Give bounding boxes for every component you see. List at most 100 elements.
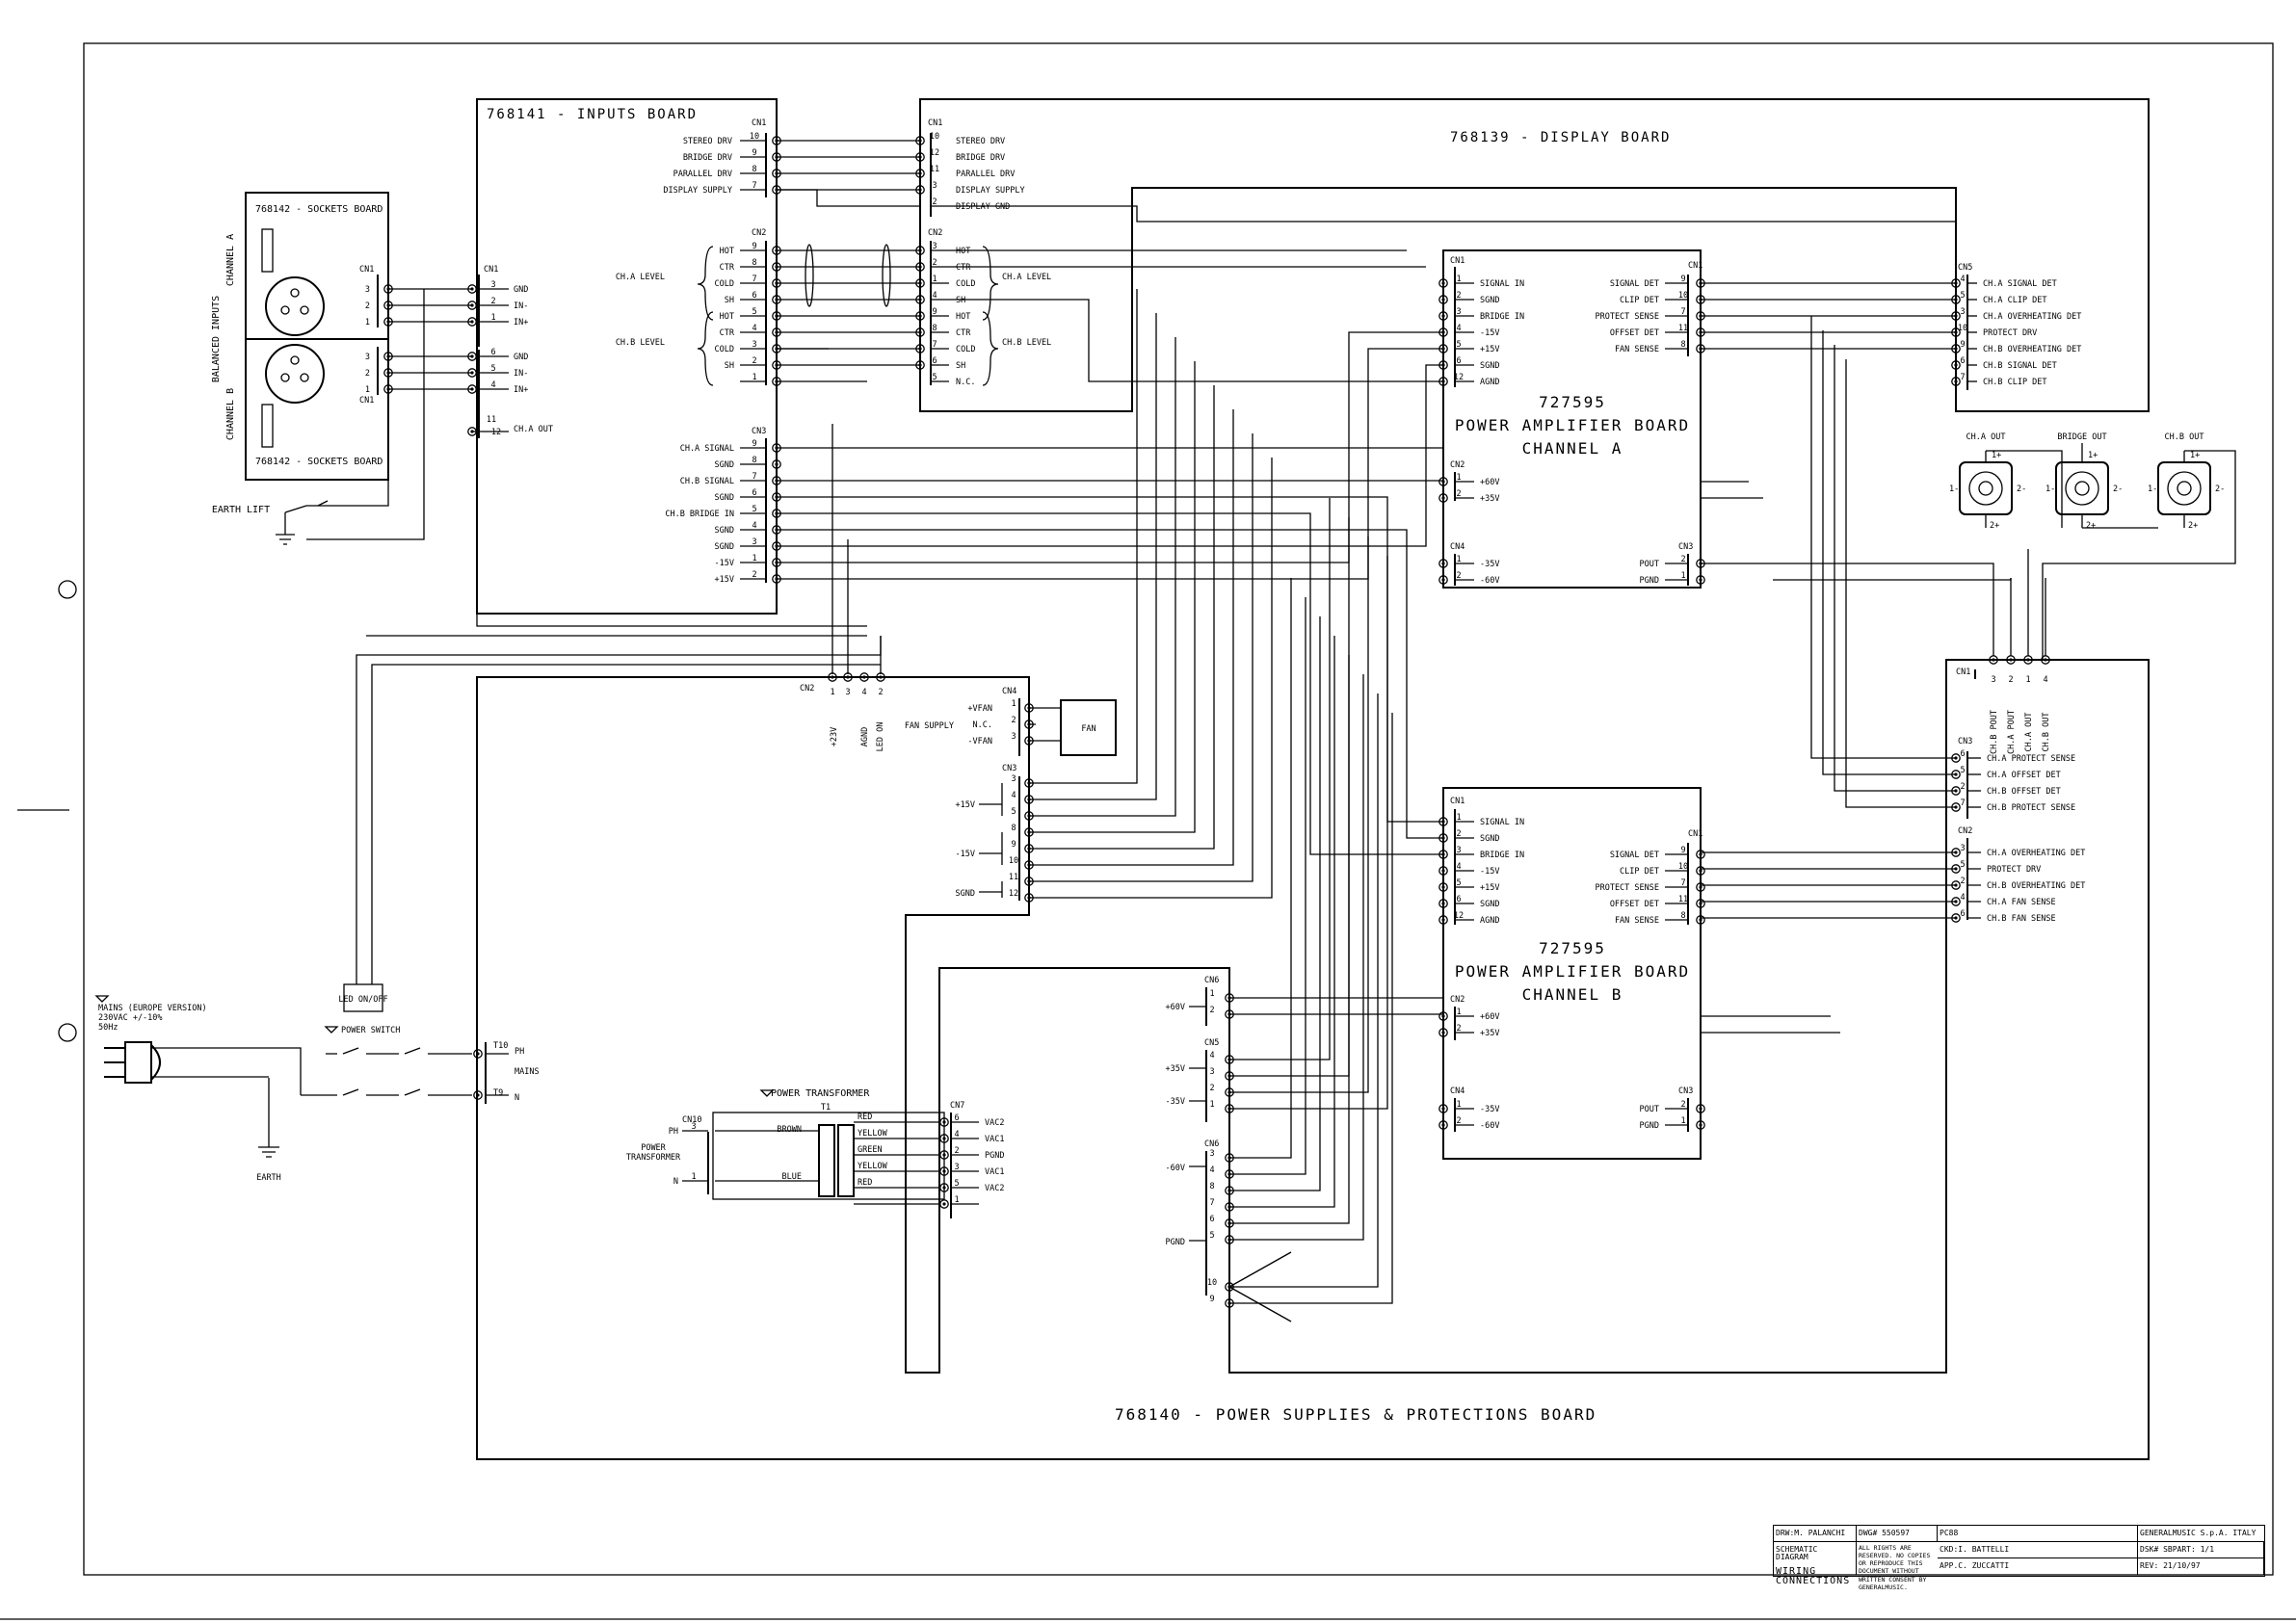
ps-rail-sgnd: SGND (956, 889, 975, 899)
inputs-cn3-pin-5: 4 (752, 521, 756, 531)
ps-cn1-top-pin-0: 3 (1991, 675, 1995, 685)
ps-cn1-top-pin-1: 2 (2008, 675, 2013, 685)
connector-pin (1696, 866, 1705, 876)
connector-pin (1696, 344, 1705, 353)
inputs-ch-b-level-label: CH.B LEVEL (616, 338, 665, 348)
amp-a-cn4-signal-1: -60V (1480, 576, 1499, 586)
connector-pin (1438, 1011, 1448, 1021)
ps-cn4-pin-0: 1 (1011, 699, 1016, 709)
sockets-cn1-signal-3: GND (514, 353, 528, 362)
connector-pin-dot (1954, 805, 1958, 809)
connector-pin (1225, 1009, 1234, 1019)
sockets-cn1-b-label: CN1 (359, 396, 374, 406)
connector-pin-dot (775, 495, 779, 499)
connector-pin (1225, 1186, 1234, 1195)
connector-pin-dot (1227, 1090, 1231, 1094)
output-ch-b-label: CH.B OUT (2165, 432, 2204, 442)
wire (1189, 1067, 1206, 1102)
revision: REV: 21/10/97 (2138, 1558, 2264, 1575)
wire (1229, 517, 1350, 1077)
display-cn2-pin-8: 5 (932, 373, 937, 382)
connector-pin-dot (775, 155, 779, 159)
connector-pin (1438, 817, 1448, 826)
connector-pin-dot (918, 188, 922, 192)
display-board-title: 768139 - DISPLAY BOARD (1450, 130, 1671, 145)
connector-pin (772, 295, 781, 304)
connector-pin-dot (1954, 916, 1958, 920)
ps-cn2-top-pin-1: 3 (845, 688, 850, 697)
connector-pin (1225, 1104, 1234, 1113)
connector-pin-dot (1954, 347, 1958, 351)
inputs-cn3-signal-4: CH.B BRIDGE IN (665, 510, 734, 519)
inputs-cn3-signal-2: CH.B SIGNAL (680, 477, 734, 486)
amp-a-left-signal-6: AGND (1480, 378, 1499, 387)
ps-cn4-signal-2: -VFAN (967, 737, 992, 746)
connector-pin (1696, 278, 1705, 288)
xlr-socket-b (261, 344, 325, 448)
display-cn2-label: CN2 (928, 228, 942, 238)
inputs-cn3-signal-7: -15V (715, 559, 734, 568)
connector-pin-dot (1441, 820, 1445, 824)
cn7-pin-3: 3 (954, 1163, 959, 1172)
connector-pin (1438, 1120, 1448, 1130)
connector-pin (1438, 575, 1448, 585)
checked-by: CKD:I. BATTELLI (1938, 1542, 2138, 1558)
amp-b-left-pin-2: 3 (1456, 846, 1461, 855)
connector-pin-dot (1441, 363, 1445, 367)
cn7-pin-2: 2 (954, 1146, 959, 1156)
amp-b-left-signal-4: +15V (1480, 883, 1499, 893)
connector-pin (1951, 278, 1961, 288)
connector-pin-dot (831, 675, 834, 679)
connector-pin-dot (1227, 1205, 1231, 1209)
connector-pin (467, 301, 477, 310)
connector-pin (1696, 559, 1705, 568)
connector-pin-dot (1699, 902, 1702, 905)
inputs-cn3-label: CN3 (752, 427, 766, 436)
inputs-cn2-pin-3: 6 (752, 291, 756, 301)
amp-a-number: 727595 (1539, 393, 1606, 411)
ps-cn8-label: CN6 (1204, 1139, 1219, 1149)
amp-b-cn2-signal-0: +60V (1480, 1012, 1499, 1022)
output-pin-1m-2: 1- (2148, 484, 2157, 494)
connector-pin (1225, 1298, 1234, 1308)
wire (1229, 655, 1350, 1224)
display-cn5-signal-4: CH.B OVERHEATING DET (1983, 345, 2081, 354)
inputs-cn3-pin-0: 9 (752, 439, 756, 449)
ps-rail-m15: -15V (956, 850, 975, 859)
amp-b-cn4-signal-1: -60V (1480, 1121, 1499, 1131)
inputs-cn3-signal-5: SGND (715, 526, 734, 536)
inputs-cn2-pin-0: 9 (752, 242, 756, 251)
ps-cn8-pin-2: 8 (1209, 1182, 1214, 1191)
connector-pin (467, 427, 477, 436)
ps-cn5-label: CN5 (1204, 1038, 1219, 1048)
display-cn5-signal-5: CH.B SIGNAL DET (1983, 361, 2057, 371)
connector-pin-dot (1699, 918, 1702, 922)
connector-pin-dot (2009, 658, 2013, 662)
output-pin-1m-0: 1- (1949, 484, 1959, 494)
ps-cn2-pin-3: 4 (1960, 893, 1965, 903)
amp-a-right-pin-2: 7 (1680, 307, 1685, 317)
connector-pin (1989, 655, 1998, 665)
sockets-cn1-a-label: CN1 (359, 265, 374, 275)
wire (1229, 498, 1331, 1060)
connector-pin (1225, 1235, 1234, 1244)
connector-pin (467, 284, 477, 294)
connector-pin-dot (1441, 347, 1445, 351)
ps-cn2-top-signal-1: AGND (860, 727, 870, 746)
approved-by: APP.C. ZUCCATTI (1938, 1558, 2138, 1575)
ps-cn1-top-signal-3: CH.B OUT (2042, 713, 2051, 752)
connector-pin-dot (1027, 847, 1031, 851)
amp-a-left-pin-1: 2 (1456, 291, 1461, 301)
output-pin-2p-0: 2+ (1990, 521, 1999, 531)
amp-a-cn3-pin-0: 2 (1680, 555, 1685, 564)
ps-cn3-pin-2: 2 (1960, 782, 1965, 792)
connector-pin (915, 278, 925, 288)
connector-pin-dot (386, 354, 390, 358)
display-cn5-pin-4: 9 (1960, 340, 1965, 350)
wire (1029, 361, 1196, 833)
inputs-cn2-signal-5: CTR (720, 328, 735, 338)
amp-b-right-pin-1: 10 (1678, 862, 1688, 872)
sockets-cn1-signal-5: IN+ (514, 385, 528, 395)
wire (1029, 433, 1254, 882)
